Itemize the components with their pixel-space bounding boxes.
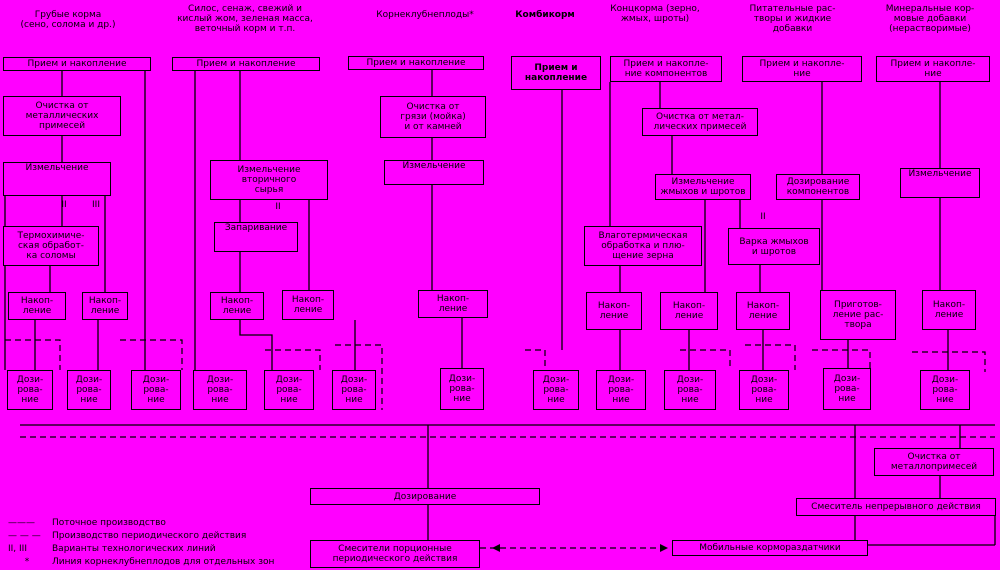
legend-text: Варианты технологических линий — [52, 544, 216, 554]
col5-boiling: Варка жмыхов и шротов — [728, 228, 820, 265]
col1-grinding: Измельчение — [3, 162, 111, 196]
header-mineral-additives: Минеральные кор- мовые добавки (нераство… — [885, 4, 975, 34]
col5-receive: Прием и накопле- ние компонентов — [610, 56, 722, 82]
col3-accumulation: Накоп- ление — [418, 290, 488, 318]
col7-grinding: Измельчение — [900, 168, 980, 198]
col1-variant-3: III — [92, 200, 100, 210]
col5-grinding-cakes: Измельчение жмыхов и шротов — [655, 174, 751, 200]
col5-accumulation-a: Накоп- ление — [586, 292, 642, 330]
legend-row-root-line: * Линия корнеклубнеплодов для отдельных … — [8, 557, 275, 567]
col5-dosing-c: Дози- рова- ние — [739, 370, 789, 410]
legend-row-variants: II, III Варианты технологических линий — [8, 544, 216, 554]
header-coarse-feed: Грубые корма (сено, солома и др.) — [20, 10, 116, 30]
legend-symbol: * — [24, 557, 30, 567]
col5-dosing-a: Дози- рова- ние — [596, 370, 646, 410]
header-silage: Силос, сенаж, свежий и кислый жом, зелен… — [177, 4, 313, 34]
header-concentrates: Концкорма (зерно, жмых, шроты) — [610, 4, 700, 24]
bottom-continuous-mixer: Смеситель непрерывного действия — [796, 498, 996, 516]
col4-receive: Прием и накопление — [511, 56, 601, 90]
bottom-batch-mixers: Смесители порционные периодического дейс… — [310, 540, 480, 568]
col2-accumulation-b: Накоп- ление — [282, 290, 334, 320]
col1-receive: Прием и накопление — [3, 57, 151, 71]
bottom-mobile-distributors: Мобильные кормораздатчики — [672, 540, 868, 556]
legend-text: Поточное производство — [52, 518, 166, 528]
col3-dosing: Дози- рова- ние — [440, 368, 484, 410]
legend-symbol: — — — — [8, 531, 41, 541]
col5-variant-2: II — [760, 212, 766, 222]
col2-receive: Прием и накопление — [172, 57, 320, 71]
col2-dosing-c: Дози- рова- ние — [332, 370, 376, 410]
col6-receive: Прием и накопле- ние — [742, 56, 862, 82]
col2-dosing-b: Дози- рова- ние — [264, 370, 314, 410]
col1-dosing-c: Дози- рова- ние — [131, 370, 181, 410]
col2-grinding-secondary: Измельчение вторичного сырья — [210, 160, 328, 200]
col1-thermochemical: Термохимиче- ская обработ- ка соломы — [3, 226, 99, 266]
col2-dosing-a: Дози- рова- ние — [193, 370, 247, 410]
col5-accumulation-c: Накоп- ление — [736, 292, 790, 330]
col1-dosing-b: Дози- рова- ние — [67, 370, 111, 410]
header-root-crops: Корнеклубнеплоды* — [376, 10, 474, 20]
col5-accumulation-b: Накоп- ление — [660, 292, 718, 330]
bottom-metal-cleaning: Очистка от металлопримесей — [874, 448, 994, 476]
col6-dosing: Дози- рова- ние — [823, 368, 871, 410]
col1-metal-cleaning: Очистка от металлических примесей — [3, 96, 121, 136]
col6-solution-prep: Приготов- ление рас- твора — [820, 290, 896, 340]
col5-dosing-b: Дози- рова- ние — [664, 370, 716, 410]
col1-accumulation-a: Накоп- ление — [8, 292, 66, 320]
col2-accumulation-a: Накоп- ление — [210, 292, 264, 320]
col5-metal-cleaning: Очистка от метал- лических примесей — [642, 108, 758, 136]
col2-steaming: Запаривание — [214, 222, 298, 252]
col1-variant-2: II — [61, 200, 67, 210]
bottom-dosing: Дозирование — [310, 488, 540, 505]
legend-text: Линия корнеклубнеплодов для отдельных зо… — [52, 557, 275, 567]
col6-dosing-components: Дозирование компонентов — [776, 174, 860, 200]
col7-dosing: Дози- рова- ние — [920, 370, 970, 410]
col1-accumulation-b: Накоп- ление — [82, 292, 128, 320]
col3-receive: Прием и накопление — [348, 56, 484, 70]
col3-washing: Очистка от грязи (мойка) и от камней — [380, 96, 486, 138]
col7-accumulation: Накоп- ление — [922, 290, 976, 330]
col2-variant-2: II — [275, 202, 281, 212]
col3-grinding: Измельчение — [384, 160, 484, 185]
header-nutrient-solutions: Питательные рас- творы и жидкие добавки — [749, 4, 836, 34]
legend-row-continuous: ——— Поточное производство — [8, 518, 166, 528]
col5-hydrothermal: Влаготермическая обработка и плю- щение … — [584, 226, 702, 266]
legend-row-periodic: — — — Производство периодического действ… — [8, 531, 246, 541]
col4-dosing: Дози- рова- ние — [533, 370, 579, 410]
legend-symbol: ——— — [8, 518, 35, 528]
legend-symbol: II, III — [8, 544, 27, 554]
legend-text: Производство периодического действия — [52, 531, 247, 541]
col7-receive: Прием и накопле- ние — [876, 56, 990, 82]
header-compound-feed: Комбикорм — [515, 10, 575, 20]
col1-dosing-a: Дози- рова- ние — [7, 370, 53, 410]
